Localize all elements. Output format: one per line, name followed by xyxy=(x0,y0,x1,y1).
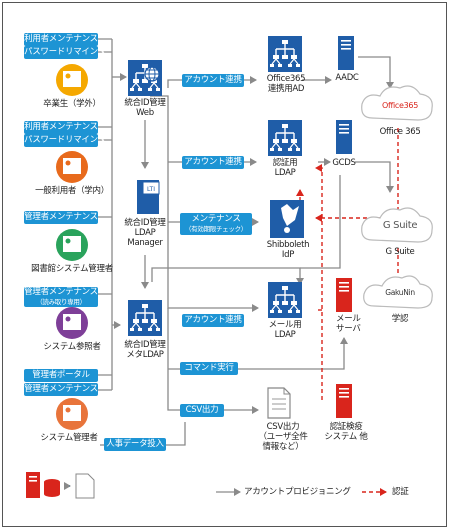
auth-ldap-label: 認証用 LDAP xyxy=(272,158,298,178)
ldap-manager-icon: LTI xyxy=(137,180,160,214)
general-password-pill[interactable]: パスワードリマインダ xyxy=(24,134,107,147)
auth-quarantine-label: 認証検疫 システム 他 xyxy=(324,422,368,442)
gakunin-logo-text: GakuNin xyxy=(385,288,415,297)
general-maintenance-pill[interactable]: 利用者メンテナンス xyxy=(24,121,98,134)
command-exec-pill: コマンド実行 xyxy=(180,362,238,375)
general-user-icon xyxy=(56,151,88,183)
account-sync-pill-mail: アカウント連携 xyxy=(182,314,244,327)
gsuite-label: G Suite xyxy=(385,247,415,257)
globe-icon xyxy=(144,66,160,82)
meta-ldap-label: 統合ID管理 メタLDAP xyxy=(124,340,166,360)
mail-ldap-label: メール用 LDAP xyxy=(268,320,302,340)
legend-auth-label: 認証 xyxy=(392,487,409,497)
reference-user-label: システム参照者 xyxy=(43,342,101,352)
office365-label: Office 365 xyxy=(379,127,421,137)
mail-ldap-icon xyxy=(267,281,303,319)
svg-text:LTI: LTI xyxy=(147,186,155,193)
gsuite-logo-text: G Suite xyxy=(382,220,418,231)
aadc-server-icon xyxy=(338,36,354,70)
gakunin-cloud xyxy=(363,275,433,309)
legend-database-icon xyxy=(26,472,95,499)
auth-ldap-icon xyxy=(267,119,303,157)
reference-maintenance-pill[interactable]: 管理者メンテナンス（読み取り専用） xyxy=(24,287,98,307)
csv-output-label: CSV出力 （ユーザ全件 情報など） xyxy=(258,422,308,452)
reference-user-icon xyxy=(56,307,88,339)
library-admin-label: 図書館システム管理者 xyxy=(31,264,113,274)
csv-document-icon xyxy=(267,387,291,419)
library-admin-maintenance-pill[interactable]: 管理者メンテナンス xyxy=(24,211,98,224)
account-sync-pill-office365: アカウント連携 xyxy=(182,74,244,87)
csv-output-pill: CSV出力 xyxy=(180,404,224,417)
library-admin-icon xyxy=(56,229,88,261)
gcds-server-icon xyxy=(336,120,352,154)
mail-server-label: メール サーバ xyxy=(336,314,361,334)
office365-ad-icon xyxy=(267,35,303,73)
shibboleth-label: Shibboleth IdP xyxy=(266,240,310,260)
office365-ad-label: Office365 連携用AD xyxy=(266,74,306,94)
admin-maintenance-pill[interactable]: 管理者メンテナンス xyxy=(24,383,98,396)
alumni-icon xyxy=(56,64,88,96)
shibboleth-icon xyxy=(270,200,304,238)
office365-logo-text: Office365 xyxy=(381,101,419,110)
ldap-manager-label: 統合ID管理 LDAP Manager xyxy=(124,218,166,248)
mail-server-icon xyxy=(336,278,352,312)
gakunin-label: 学認 xyxy=(391,314,409,324)
system-admin-label: システム管理者 xyxy=(40,433,98,443)
gsuite-cloud xyxy=(361,207,433,243)
system-admin-icon xyxy=(56,398,88,430)
gcds-label: GCDS xyxy=(332,158,356,168)
general-user-label: 一般利用者（学内） xyxy=(35,186,109,196)
account-sync-pill-auth: アカウント連携 xyxy=(182,156,244,169)
legend-provisioning-label: アカウントプロビジョニング xyxy=(244,487,351,497)
alumni-label: 卒業生（学外） xyxy=(43,99,101,109)
office365-cloud xyxy=(361,85,433,121)
idm-web-label: 統合ID管理 Web xyxy=(124,98,166,118)
left-bus xyxy=(98,38,127,391)
hr-data-input-pill: 人事データ投入 xyxy=(104,438,166,451)
admin-portal-pill[interactable]: 管理者ポータル xyxy=(24,369,98,382)
meta-ldap-icon xyxy=(127,299,163,337)
auth-quarantine-server-icon xyxy=(336,384,352,418)
auth-flows xyxy=(296,128,399,400)
alumni-password-pill[interactable]: パスワードリマインダ xyxy=(24,46,107,59)
alumni-maintenance-pill[interactable]: 利用者メンテナンス xyxy=(24,33,98,46)
aadc-label: AADC xyxy=(335,73,359,83)
maintenance-pill: メンテナンス（有効期限チェック） xyxy=(180,213,252,235)
